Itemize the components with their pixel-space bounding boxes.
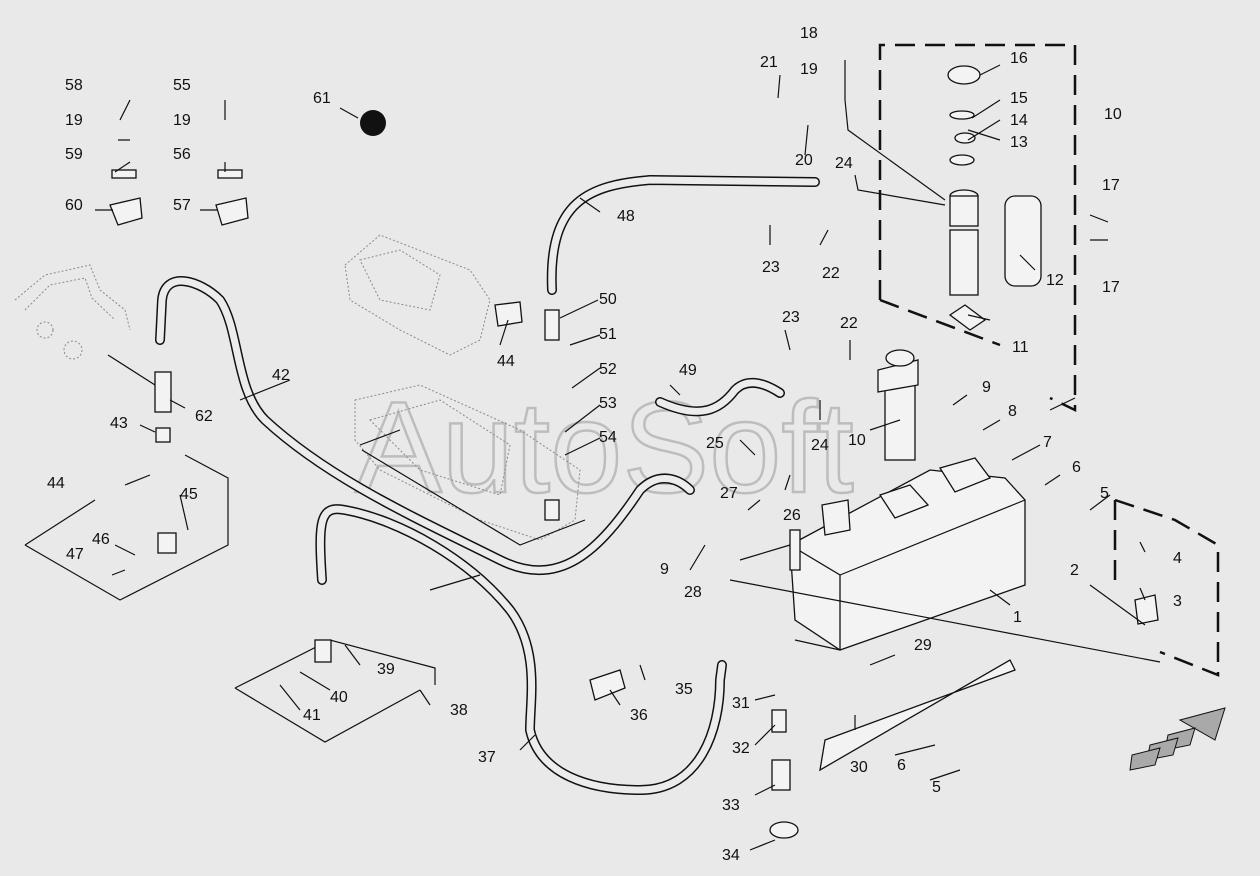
callout-34: 34 — [722, 847, 740, 864]
callout-17b: 17 — [1102, 279, 1120, 296]
callout-27: 27 — [720, 485, 738, 502]
group-frame-38 — [234, 639, 436, 743]
callout-29: 29 — [914, 637, 932, 654]
callout-59: 59 — [65, 146, 83, 163]
callout-33: 33 — [722, 797, 740, 814]
callout-30: 30 — [850, 759, 868, 776]
watermark: AutoSoft — [355, 374, 854, 520]
hose-37 — [315, 504, 727, 796]
callout-21: 21 — [760, 54, 778, 71]
hose-49 — [655, 377, 785, 417]
callout-57: 57 — [173, 197, 191, 214]
callout-22b: 22 — [840, 315, 858, 332]
callout-20: 20 — [795, 152, 813, 169]
callout-39: 39 — [377, 661, 395, 678]
callout-52: 52 — [599, 361, 617, 378]
callout-31: 31 — [732, 695, 750, 712]
callout-49: 49 — [679, 362, 697, 379]
callout-35: 35 — [675, 681, 693, 698]
callout-5: 5 — [1100, 485, 1109, 502]
callout-9b: 9 — [660, 561, 669, 578]
callout-14: 14 — [1010, 112, 1028, 129]
callout-18: 18 — [800, 25, 818, 42]
callout-61: 61 — [313, 90, 331, 107]
hydraulic-tank — [789, 457, 1026, 651]
callout-13: 13 — [1010, 134, 1028, 151]
callout-62: 62 — [195, 408, 213, 425]
hose-48 — [546, 174, 820, 295]
callout-10: 10 — [1104, 106, 1122, 123]
callout-23: 23 — [762, 259, 780, 276]
callout-22: 22 — [822, 265, 840, 282]
callout-6b: 6 — [897, 757, 906, 774]
callout-43: 43 — [110, 415, 128, 432]
clamps — [109, 169, 249, 226]
callout-11: 11 — [1012, 339, 1029, 356]
callout-3: 3 — [1173, 593, 1182, 610]
callout-45: 45 — [180, 486, 198, 503]
callout-17: 17 — [1102, 177, 1120, 194]
callout-26: 26 — [783, 507, 801, 524]
ghost-pipe — [14, 264, 131, 360]
callout-2: 2 — [1070, 562, 1079, 579]
callout-44b: 44 — [497, 353, 515, 370]
callout-25: 25 — [706, 435, 724, 452]
ghost-pump-assembly — [344, 234, 581, 541]
callout-28: 28 — [684, 584, 702, 601]
filter-housing — [947, 65, 1042, 331]
callout-12: 12 — [1046, 272, 1064, 289]
callout-32: 32 — [732, 740, 750, 757]
callout-1: 1 — [1013, 609, 1022, 626]
callout-47: 47 — [66, 546, 84, 563]
callout-19c: 19 — [173, 112, 191, 129]
callout-54: 54 — [599, 429, 617, 446]
callout-19b: 19 — [65, 112, 83, 129]
callout-50: 50 — [599, 291, 617, 308]
callout-44: 44 — [47, 475, 65, 492]
callout-48: 48 — [617, 208, 635, 225]
callout-9: 9 — [982, 379, 991, 396]
callout-7: 7 — [1043, 434, 1052, 451]
callout-42: 42 — [272, 367, 290, 384]
filter-lower — [877, 349, 919, 461]
callout-37: 37 — [478, 749, 496, 766]
callout-53: 53 — [599, 395, 617, 412]
callout-41: 41 — [303, 707, 321, 724]
callout-10b: 10 — [848, 432, 866, 449]
part-61-dot — [360, 110, 386, 136]
callout-38: 38 — [450, 702, 468, 719]
callout-56: 56 — [173, 146, 191, 163]
callout-51: 51 — [599, 326, 617, 343]
callout-36: 36 — [630, 707, 648, 724]
callout-4: 4 — [1173, 550, 1182, 567]
group-frame-44 — [24, 454, 229, 601]
callout-5b: 5 — [932, 779, 941, 796]
callout-55: 55 — [173, 77, 191, 94]
callout-labels: 1 2 3 4 5 5 6 6 7 8 9 9 10 10 11 12 13 1… — [47, 25, 1182, 864]
callout-58: 58 — [65, 77, 83, 94]
group-frame-2 — [1113, 498, 1220, 677]
callout-46: 46 — [92, 531, 110, 548]
callout-40: 40 — [330, 689, 348, 706]
fittings-left — [154, 301, 1159, 839]
callout-15: 15 — [1010, 90, 1028, 107]
group-frame-pump — [359, 429, 586, 546]
callout-60: 60 — [65, 197, 83, 214]
arrow-indicator-icon — [1129, 707, 1226, 771]
group-frame-10 — [878, 43, 1077, 412]
callout-23b: 23 — [782, 309, 800, 326]
leader-lines — [95, 60, 1161, 851]
callout-19: 19 — [800, 61, 818, 78]
callout-24b: 24 — [811, 437, 829, 454]
callout-24: 24 — [835, 155, 853, 172]
callout-6: 6 — [1072, 459, 1081, 476]
hose-42 — [155, 276, 695, 576]
callout-8: 8 — [1008, 403, 1017, 420]
callout-16: 16 — [1010, 50, 1028, 67]
